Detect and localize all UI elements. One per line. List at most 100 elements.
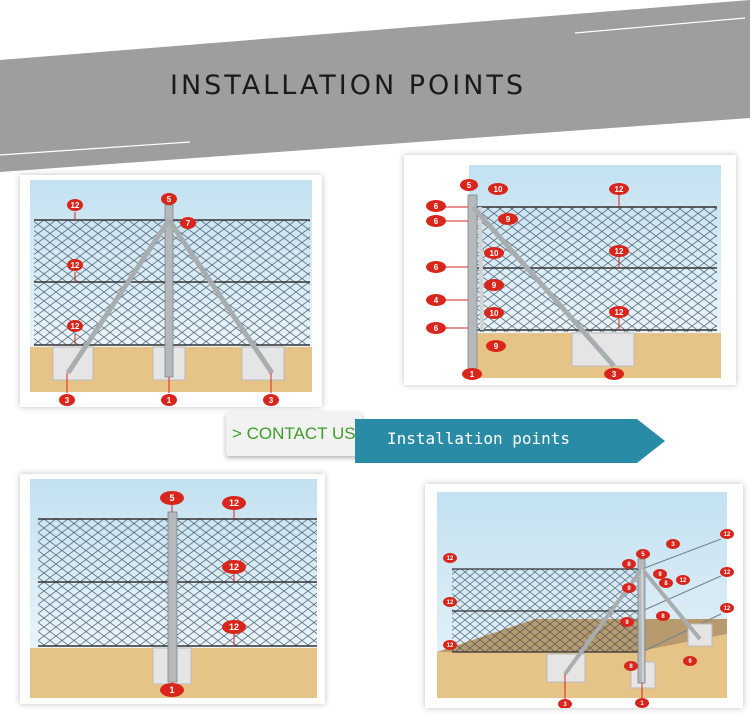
svg-text:12: 12 (71, 201, 80, 210)
marker-12: 12 (609, 306, 629, 318)
marker-12: 12 (609, 183, 629, 195)
svg-text:1: 1 (169, 685, 174, 695)
svg-text:6: 6 (434, 202, 439, 211)
svg-text:10: 10 (494, 185, 503, 194)
svg-text:9: 9 (627, 586, 631, 592)
line-post-diagram: 5 12 12 12 1 (20, 474, 325, 704)
svg-text:8: 8 (661, 614, 665, 620)
marker-9: 9 (683, 656, 697, 666)
marker-8: 8 (659, 578, 673, 588)
marker-12: 12 (222, 560, 246, 574)
marker-5: 5 (161, 193, 177, 205)
svg-text:6: 6 (434, 217, 439, 226)
svg-text:3: 3 (671, 542, 675, 548)
svg-text:12: 12 (229, 562, 239, 572)
svg-text:8: 8 (664, 581, 668, 587)
marker-5: 5 (160, 491, 184, 505)
marker-12: 12 (443, 640, 457, 650)
svg-text:10: 10 (490, 249, 499, 258)
svg-text:12: 12 (447, 556, 454, 562)
marker-8: 8 (622, 559, 636, 569)
svg-text:1: 1 (640, 701, 644, 707)
svg-text:9: 9 (658, 572, 662, 578)
svg-text:5: 5 (467, 181, 472, 190)
perspective-corner-illustration: 5 8 9 8 9 8 9 8 9 12 12 12 12 12 12 12 3… (437, 492, 734, 708)
svg-text:12: 12 (680, 578, 687, 584)
section-label-text: Installation points (387, 429, 571, 448)
marker-9: 9 (486, 340, 506, 352)
end-post-illustration: 5 10 12 6 9 6 12 6 10 9 4 6 10 12 9 1 3 (426, 165, 721, 380)
svg-text:4: 4 (434, 296, 439, 305)
svg-text:12: 12 (615, 308, 624, 317)
marker-6: 6 (426, 215, 446, 227)
svg-text:8: 8 (627, 562, 631, 568)
svg-text:1: 1 (167, 396, 172, 405)
svg-text:12: 12 (71, 261, 80, 270)
marker-8: 8 (624, 661, 638, 671)
svg-text:3: 3 (65, 396, 70, 405)
corner-post-diagram: 12 5 7 12 12 3 1 3 (20, 175, 322, 407)
svg-text:9: 9 (506, 215, 511, 224)
perspective-corner-diagram: 5 8 9 8 9 8 9 8 9 12 12 12 12 12 12 12 3… (425, 484, 743, 708)
marker-1: 1 (462, 368, 482, 380)
svg-text:12: 12 (724, 606, 731, 612)
marker-5: 5 (460, 179, 478, 191)
marker-9: 9 (622, 583, 636, 593)
corner-post-illustration: 12 5 7 12 12 3 1 3 (30, 180, 312, 406)
marker-3: 3 (558, 699, 572, 708)
marker-1: 1 (160, 683, 184, 697)
marker-6: 6 (426, 200, 446, 212)
page-title: INSTALLATION POINTS (170, 70, 527, 101)
svg-text:5: 5 (169, 493, 174, 503)
svg-text:12: 12 (229, 498, 239, 508)
marker-12: 12 (67, 259, 83, 271)
svg-text:9: 9 (494, 342, 499, 351)
svg-text:12: 12 (615, 247, 624, 256)
marker-12: 12 (720, 603, 734, 613)
svg-text:6: 6 (434, 324, 439, 333)
svg-text:9: 9 (492, 281, 497, 290)
arrow-shape (355, 419, 665, 463)
marker-9: 9 (620, 617, 634, 627)
marker-3: 3 (59, 394, 75, 406)
marker-6: 6 (426, 322, 446, 334)
marker-12: 12 (67, 199, 83, 211)
marker-5: 5 (636, 549, 650, 559)
marker-10: 10 (484, 247, 504, 259)
svg-text:3: 3 (269, 396, 274, 405)
svg-text:9: 9 (688, 659, 692, 665)
end-post-diagram: 5 10 12 6 9 6 12 6 10 9 4 6 10 12 9 1 3 (404, 155, 736, 385)
banner-shape (0, 0, 750, 172)
marker-7: 7 (180, 217, 196, 229)
section-label-arrow: Installation points (355, 419, 665, 463)
svg-text:7: 7 (186, 219, 191, 228)
marker-9: 9 (498, 213, 518, 225)
svg-text:12: 12 (615, 185, 624, 194)
svg-text:12: 12 (724, 570, 731, 576)
svg-text:1: 1 (470, 370, 475, 379)
svg-text:12: 12 (447, 600, 454, 606)
marker-9: 9 (653, 569, 667, 579)
svg-text:8: 8 (629, 664, 633, 670)
marker-3: 3 (263, 394, 279, 406)
marker-12: 12 (720, 567, 734, 577)
marker-12: 12 (609, 245, 629, 257)
marker-12: 12 (67, 320, 83, 332)
svg-text:6: 6 (434, 263, 439, 272)
marker-12: 12 (720, 529, 734, 539)
marker-12: 12 (222, 496, 246, 510)
marker-1: 1 (635, 698, 649, 708)
marker-12: 12 (443, 553, 457, 563)
marker-10: 10 (484, 307, 504, 319)
header-banner: INSTALLATION POINTS (0, 0, 750, 180)
svg-text:12: 12 (724, 532, 731, 538)
svg-text:9: 9 (625, 620, 629, 626)
marker-9: 9 (484, 279, 504, 291)
contact-us-button[interactable]: > CONTACT US (226, 412, 362, 456)
svg-text:10: 10 (490, 309, 499, 318)
svg-text:3: 3 (563, 702, 567, 708)
line-post-illustration: 5 12 12 12 1 (30, 479, 317, 698)
marker-1: 1 (161, 394, 177, 406)
marker-8: 8 (656, 611, 670, 621)
marker-3: 3 (604, 368, 624, 380)
